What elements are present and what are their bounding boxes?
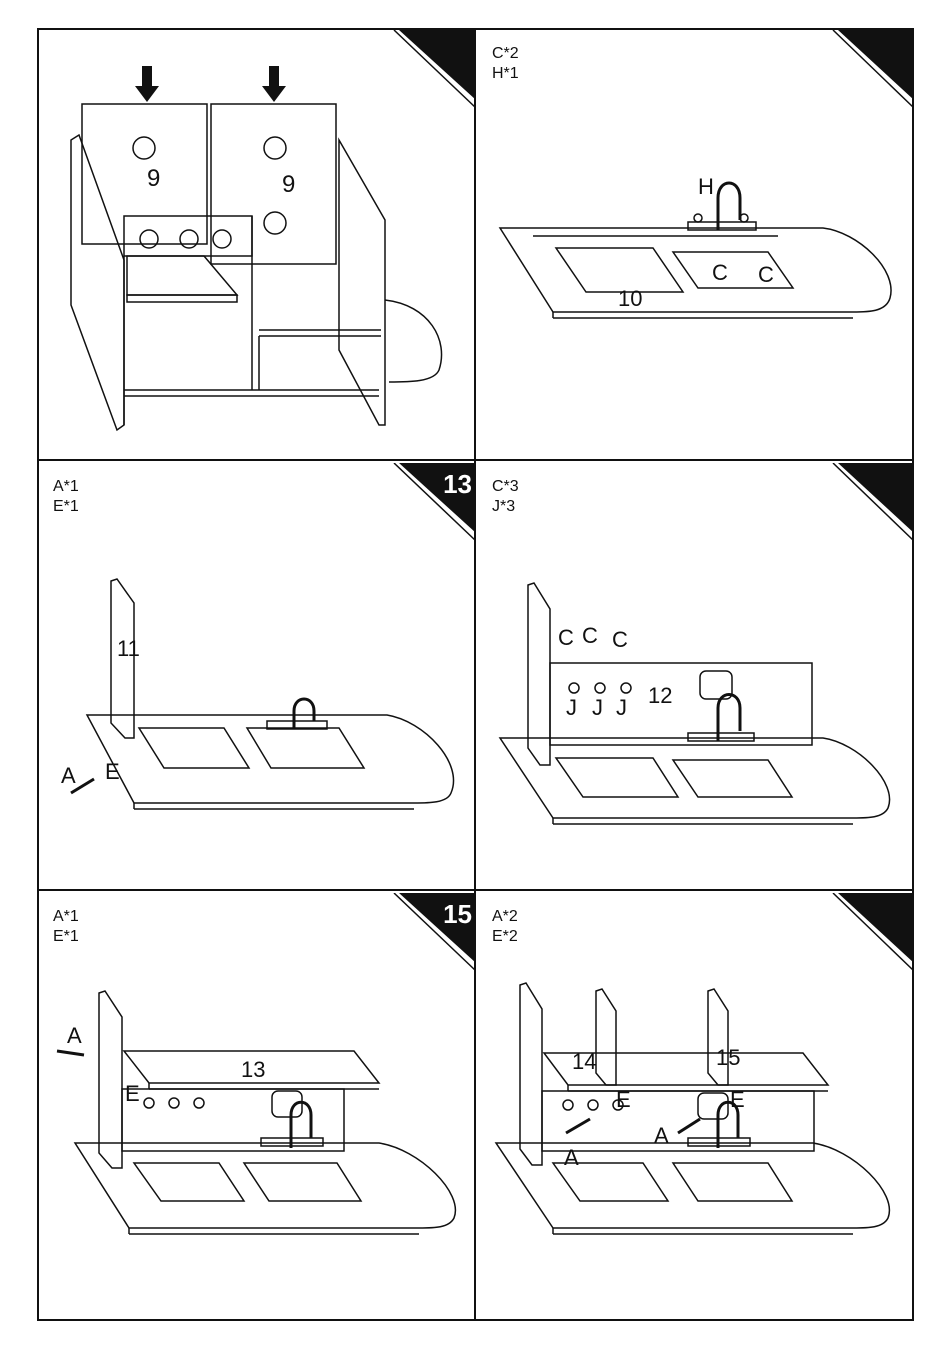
screw-icon xyxy=(566,1119,590,1133)
part-count: H*1 xyxy=(492,64,519,84)
parts-list: A*1 E*1 xyxy=(53,477,79,517)
part-label-h: H xyxy=(698,174,714,199)
part-label-a: A xyxy=(654,1123,669,1148)
part-count: E*2 xyxy=(492,927,518,947)
part-label-j: J xyxy=(592,695,603,720)
step-panel-16: 14 15 E E A A A*2 E*2 xyxy=(478,893,914,1321)
screw-icon xyxy=(57,1051,84,1055)
part-count: A*2 xyxy=(492,907,518,927)
part-label-a: A xyxy=(564,1145,579,1170)
part-label-c: C xyxy=(612,627,628,652)
part-label-e: E xyxy=(105,759,120,784)
step-panel-13: 11 A E 13 A*1 E*1 xyxy=(39,463,476,891)
down-arrow-icon xyxy=(262,66,286,102)
part-label-e: E xyxy=(730,1087,745,1112)
part-count: E*1 xyxy=(53,927,79,947)
step-grid: 9 9 xyxy=(37,28,914,1321)
step-corner-tab xyxy=(838,893,914,963)
part-label-c: C xyxy=(758,262,774,287)
part-count: A*1 xyxy=(53,907,79,927)
step-corner-tab xyxy=(838,463,914,533)
part-count: C*3 xyxy=(492,477,519,497)
step-number: 15 xyxy=(443,899,472,930)
part-count: C*2 xyxy=(492,44,519,64)
part-count: J*3 xyxy=(492,497,519,517)
step-panel-15: A E 13 15 A*1 E*1 xyxy=(39,893,476,1321)
part-label-12: 12 xyxy=(648,683,672,708)
part-label-j: J xyxy=(616,695,627,720)
part-label-13: 13 xyxy=(241,1057,265,1082)
part-label: 9 xyxy=(147,165,160,192)
part-label-c: C xyxy=(558,625,574,650)
part-label-e: E xyxy=(125,1081,140,1106)
part-count: E*1 xyxy=(53,497,79,517)
down-arrow-icon xyxy=(135,66,159,102)
part-count: A*1 xyxy=(53,477,79,497)
part-label-c: C xyxy=(582,623,598,648)
step-panel-2: H C C 10 C*2 H*1 xyxy=(478,30,914,461)
step-corner-tab xyxy=(399,30,476,100)
step-panel-14: C C C J J J 12 C*3 J*3 xyxy=(478,463,914,891)
part-label: 9 xyxy=(282,171,295,198)
part-label-c: C xyxy=(712,260,728,285)
step-corner-tab xyxy=(838,30,914,100)
part-label-11: 11 xyxy=(117,636,140,661)
parts-list: C*2 H*1 xyxy=(492,44,519,84)
screw-icon xyxy=(678,1119,700,1133)
parts-list: A*1 E*1 xyxy=(53,907,79,947)
part-label-a: A xyxy=(67,1023,82,1048)
part-label-j: J xyxy=(566,695,577,720)
part-label-15: 15 xyxy=(716,1045,740,1070)
part-label-14: 14 xyxy=(572,1049,596,1074)
parts-list: A*2 E*2 xyxy=(492,907,518,947)
parts-list: C*3 J*3 xyxy=(492,477,519,517)
step-panel-1: 9 9 xyxy=(39,30,476,461)
part-label-e: E xyxy=(616,1087,631,1112)
step-number: 13 xyxy=(443,469,472,500)
part-label-a: A xyxy=(61,763,76,788)
part-label-10: 10 xyxy=(618,286,642,311)
